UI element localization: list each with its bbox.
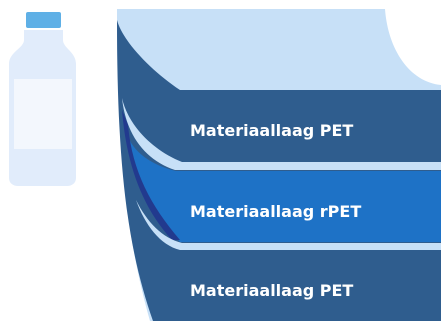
plastic-bottle-icon — [9, 12, 76, 186]
layer-label-bottom: Materiaallaag PET — [190, 281, 354, 300]
layer-rpet-band — [126, 130, 441, 242]
separator-1 — [122, 98, 441, 170]
layer-label-top: Materiaallaag PET — [190, 121, 354, 140]
separator-2 — [136, 200, 441, 250]
layer-label-middle: Materiaallaag rPET — [190, 202, 362, 221]
